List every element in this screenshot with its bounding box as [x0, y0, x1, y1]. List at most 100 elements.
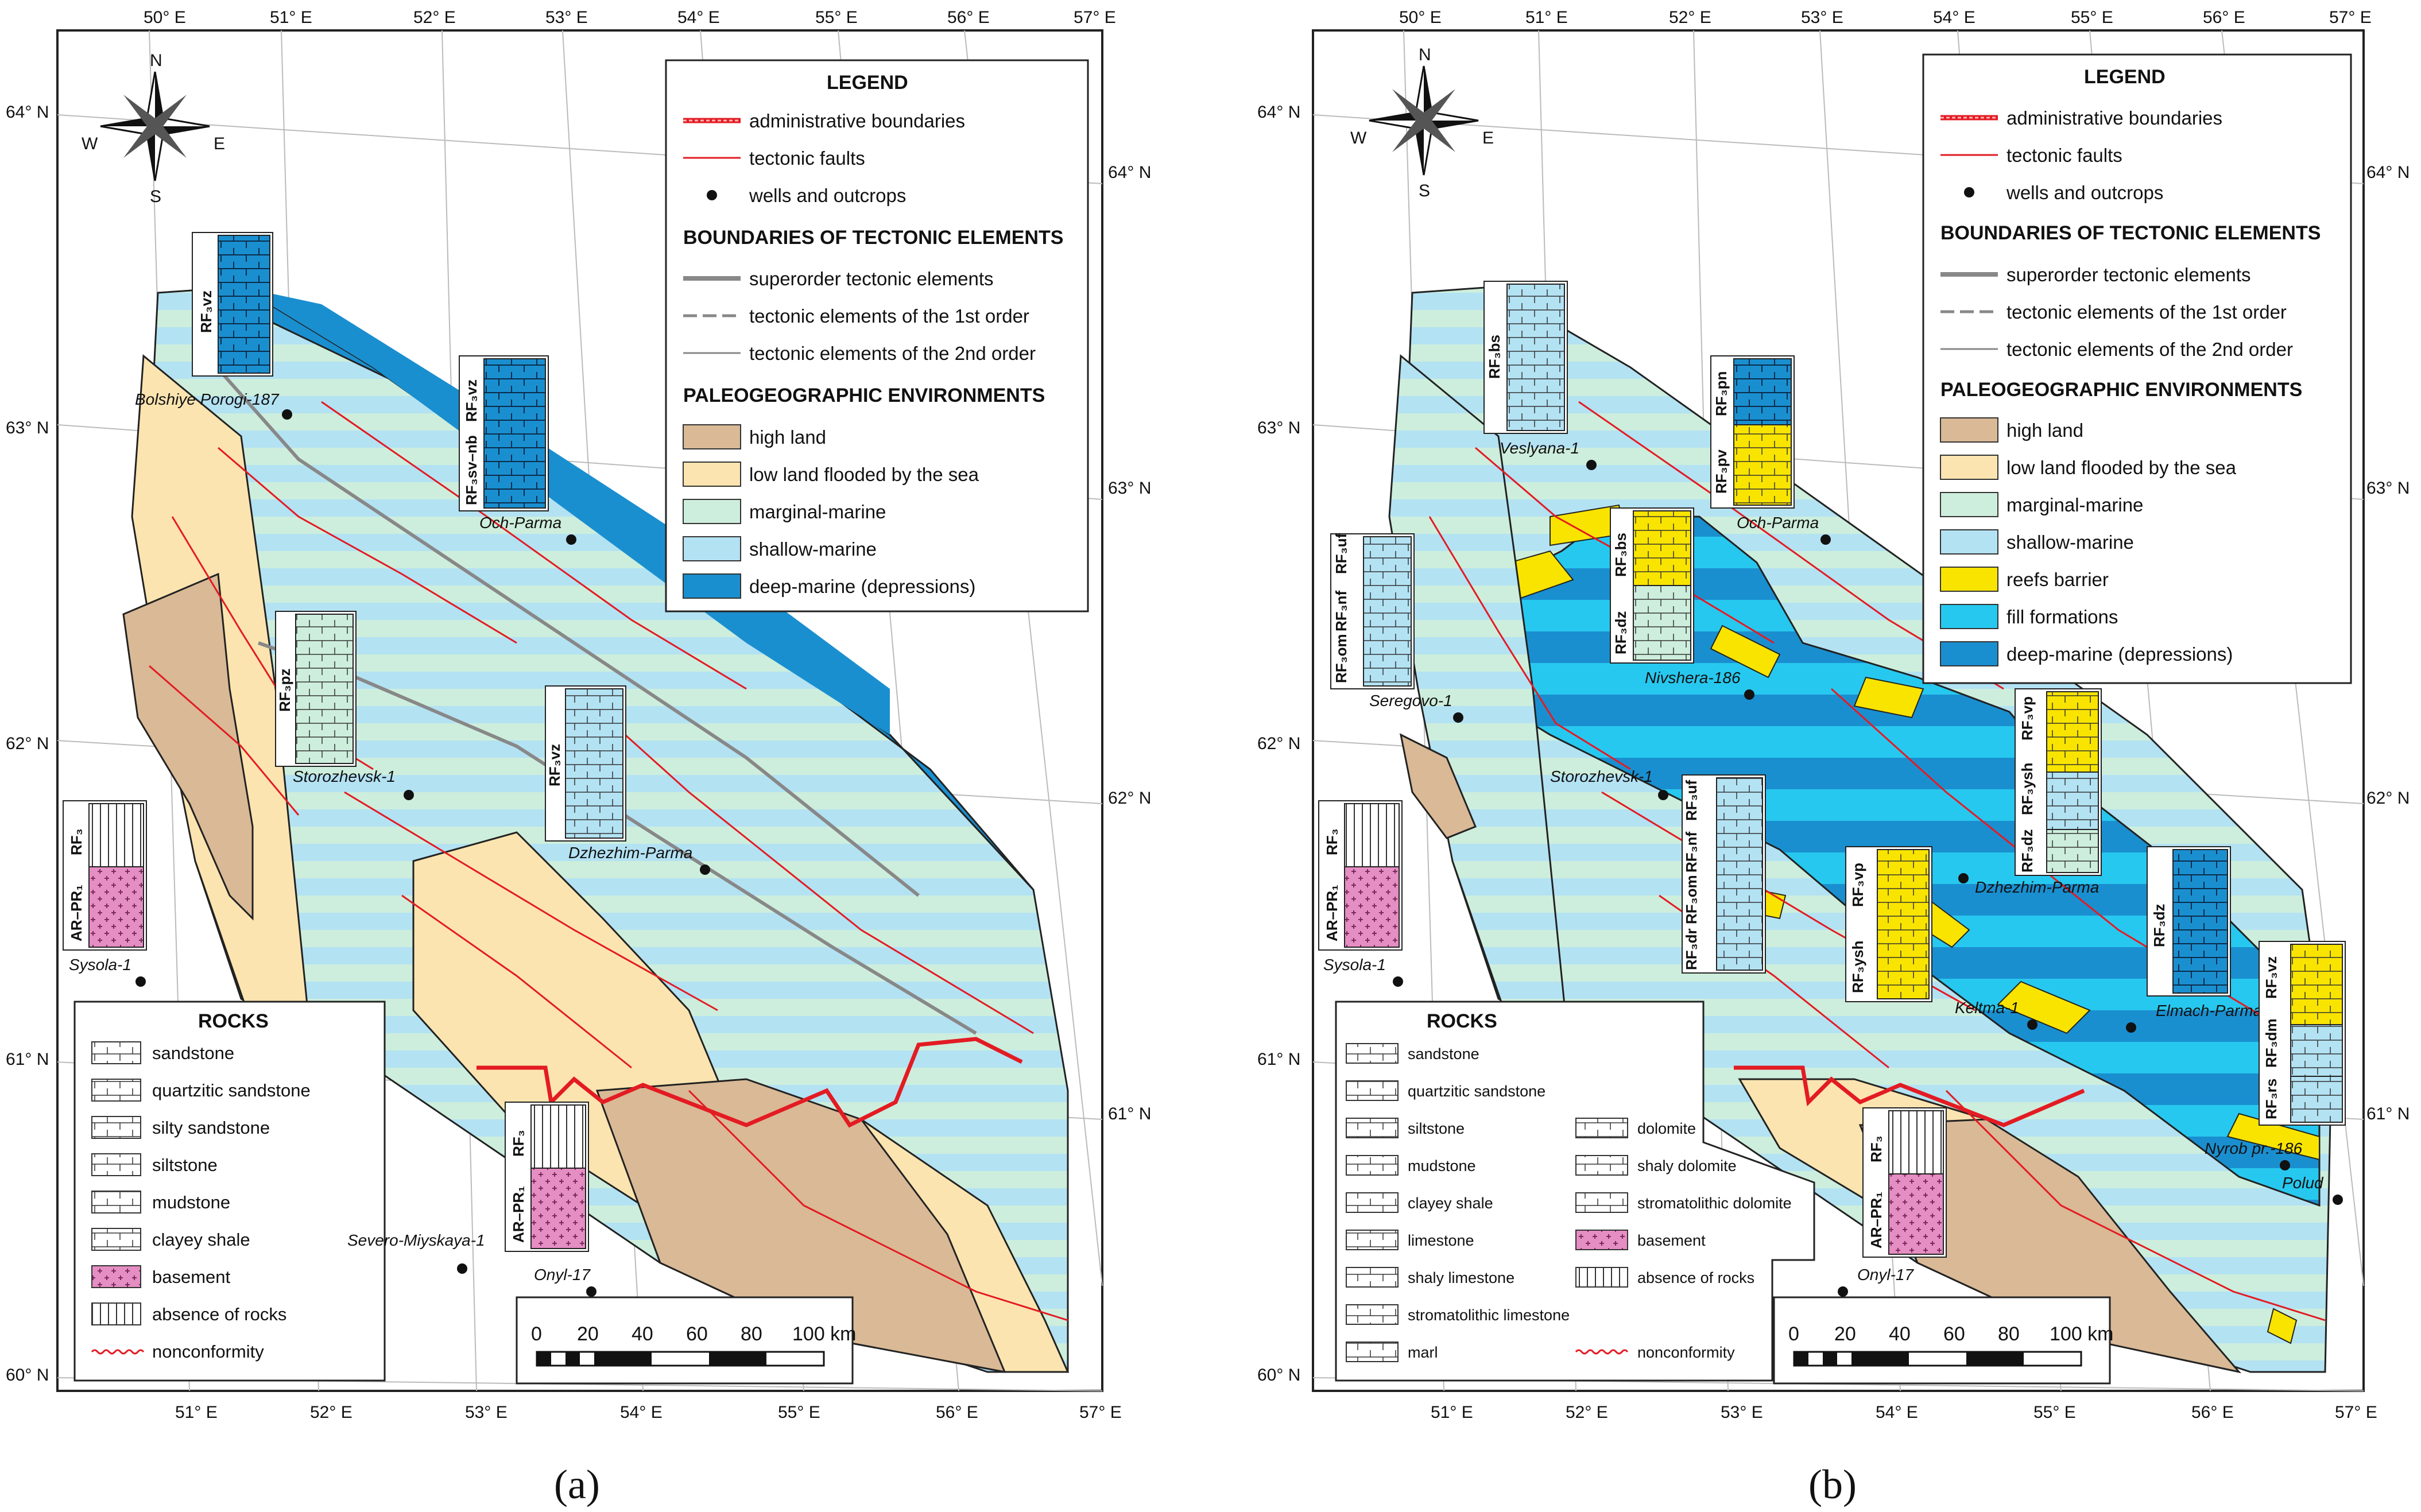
well-label: Och-Parma — [479, 514, 561, 532]
rock-item: silty sandstone — [152, 1118, 270, 1138]
lat-tick: 64° N — [1108, 163, 1151, 182]
lon-tick: 55° E — [2033, 1403, 2076, 1422]
lon-tick: 53° E — [465, 1403, 508, 1422]
scale-label: 0 — [531, 1323, 542, 1345]
rock-item: quartzitic sandstone — [1408, 1083, 1545, 1100]
legend-item: tectonic faults — [2006, 145, 2122, 166]
lat-ticks-left-a: 64° N 63° N 62° N 61° N 60° N — [6, 103, 49, 1385]
column-label: RF₃nf — [1332, 590, 1350, 631]
legend-item: tectonic faults — [749, 148, 865, 169]
lon-ticks-bottom-a: 51° E 52° E 53° E 54° E 55° E 56° E 57° … — [175, 1403, 1122, 1422]
lon-tick: 55° E — [2071, 8, 2113, 27]
well-label: Dzhezhim-Parma — [568, 844, 692, 862]
well-label: Polud — [2282, 1174, 2324, 1192]
well-label: Onyl-17 — [1857, 1266, 1914, 1284]
compass-n: N — [1419, 45, 1431, 64]
well-label: Storozhevsk-1 — [1550, 767, 1653, 785]
lat-tick: 63° N — [2366, 479, 2410, 498]
lat-tick: 63° N — [1108, 479, 1151, 498]
legend-item: administrative boundaries — [749, 110, 965, 131]
lon-tick: 52° E — [310, 1403, 353, 1422]
well-label: Severo-Miyskaya-1 — [347, 1231, 485, 1249]
legend-item: high land — [2006, 420, 2083, 441]
compass-s: S — [1419, 181, 1430, 200]
column-label: RF₃uf — [1683, 780, 1700, 821]
panel-caption: (b) — [1808, 1461, 1857, 1507]
column-label: RF₃pv — [1713, 449, 1730, 494]
lon-tick: 50° E — [1399, 8, 1442, 27]
high-land-south-b — [1858, 1118, 2242, 1374]
strat-column-ochparma-b: RF₃pn RF₃pv — [1710, 355, 1795, 509]
lat-tick: 64° N — [6, 103, 49, 122]
admin-boundaries-b — [1734, 1065, 2085, 1127]
strat-column-dzhezhim-b: RF₃vp RF₃ysh RF₃dz — [2015, 688, 2102, 876]
scale-label: 80 — [741, 1323, 762, 1345]
column-label: RF₃dz — [2019, 829, 2036, 873]
scale-label: 60 — [1943, 1323, 1965, 1345]
legend-item: low land flooded by the sea — [749, 464, 979, 485]
rock-item: basement — [1637, 1232, 1706, 1249]
scale-label: 100 km — [2050, 1323, 2114, 1345]
column-label: RF₃vz — [2263, 956, 2280, 999]
rock-item: shaly dolomite — [1637, 1157, 1737, 1174]
rock-item: mudstone — [152, 1192, 230, 1212]
lat-tick: 63° N — [6, 418, 49, 437]
column-label: RF₃vp — [2019, 696, 2036, 741]
well-label: Sysola-1 — [69, 956, 131, 974]
lat-tick: 62° N — [2366, 789, 2410, 808]
legend-item: reefs barrier — [2006, 569, 2109, 590]
lat-tick: 60° N — [1257, 1366, 1300, 1385]
lat-tick: 61° N — [1257, 1050, 1300, 1069]
strat-column-bolshiye: RF₃vz — [192, 232, 273, 377]
scale-label: 20 — [577, 1323, 599, 1345]
legend-item: shallow-marine — [749, 538, 877, 560]
legend-item: administrative boundaries — [2006, 107, 2222, 129]
rock-item: limestone — [1408, 1232, 1474, 1249]
lat-tick: 64° N — [1257, 103, 1300, 122]
lat-tick: 61° N — [6, 1050, 49, 1069]
lat-tick: 61° N — [2366, 1104, 2410, 1123]
rocks-legend-b: ROCKS sandstone quartzitic sandstone — [1335, 1001, 1815, 1382]
scale-bar-a: 0 20 40 60 80 100 km — [516, 1296, 857, 1385]
rock-item: absence of rocks — [1637, 1269, 1754, 1286]
high-land-area — [122, 572, 254, 921]
legend-title: LEGEND — [827, 72, 908, 94]
legend-section-title: PALEOGEOGRAPHIC ENVIRONMENTS — [1940, 379, 2302, 401]
deep-marine-band — [241, 287, 890, 735]
lon-tick: 57° E — [2329, 8, 2372, 27]
strat-column-veslyana: RF₃bs — [1483, 281, 1568, 434]
strat-column-dzhezhim: RF₃vz — [545, 685, 626, 842]
legend-item: superorder tectonic elements — [749, 268, 994, 289]
scale-label: 20 — [1834, 1323, 1856, 1345]
legend-item: marginal-marine — [2006, 494, 2143, 515]
column-label: RF₃nf — [1683, 831, 1700, 873]
lon-tick: 50° E — [144, 8, 186, 27]
lon-tick: 53° E — [1721, 1403, 1763, 1422]
column-label: RF₃bs — [1612, 533, 1629, 577]
well-label: Nivshera-186 — [1645, 669, 1741, 687]
well-label: Veslyana-1 — [1500, 439, 1579, 457]
lon-tick: 51° E — [1431, 1403, 1473, 1422]
high-land-area-b — [1399, 733, 1477, 839]
low-land-east — [860, 1118, 1070, 1373]
lon-ticks-top-a: 50° E 51° E 52° E 53° E 54° E 55° E 56° … — [144, 8, 1116, 27]
rock-item: clayey shale — [152, 1230, 250, 1250]
well-label: Elmach-Parma — [2156, 1002, 2262, 1019]
scale-bar-b: 0 20 40 60 80 100 km — [1773, 1296, 2114, 1385]
strat-column-sysola-b: RF₃ AR–PR₁ — [1318, 800, 1403, 951]
column-label: RF₃dz — [1612, 611, 1629, 654]
well-label: Keltma-1 — [1955, 999, 2019, 1017]
column-label: RF₃dr — [1683, 928, 1700, 970]
rock-item: basement — [152, 1267, 231, 1287]
rock-item: dolomite — [1637, 1120, 1696, 1137]
lat-tick: 61° N — [1108, 1104, 1151, 1123]
lon-tick: 54° E — [1933, 8, 1975, 27]
legend-b: LEGEND administrative boundaries tectoni… — [1922, 53, 2352, 684]
legend-item: marginal-marine — [749, 501, 886, 522]
compass-s: S — [150, 187, 161, 206]
legend-item: high land — [749, 427, 826, 448]
legend-item: superorder tectonic elements — [2006, 264, 2251, 285]
legend-item: fill formations — [2006, 606, 2118, 627]
rock-item: stromatolithic limestone — [1408, 1306, 1570, 1324]
lon-ticks-top-b: 50° E 51° E 52° E 53° E 54° E 55° E 56° … — [1399, 8, 2372, 27]
